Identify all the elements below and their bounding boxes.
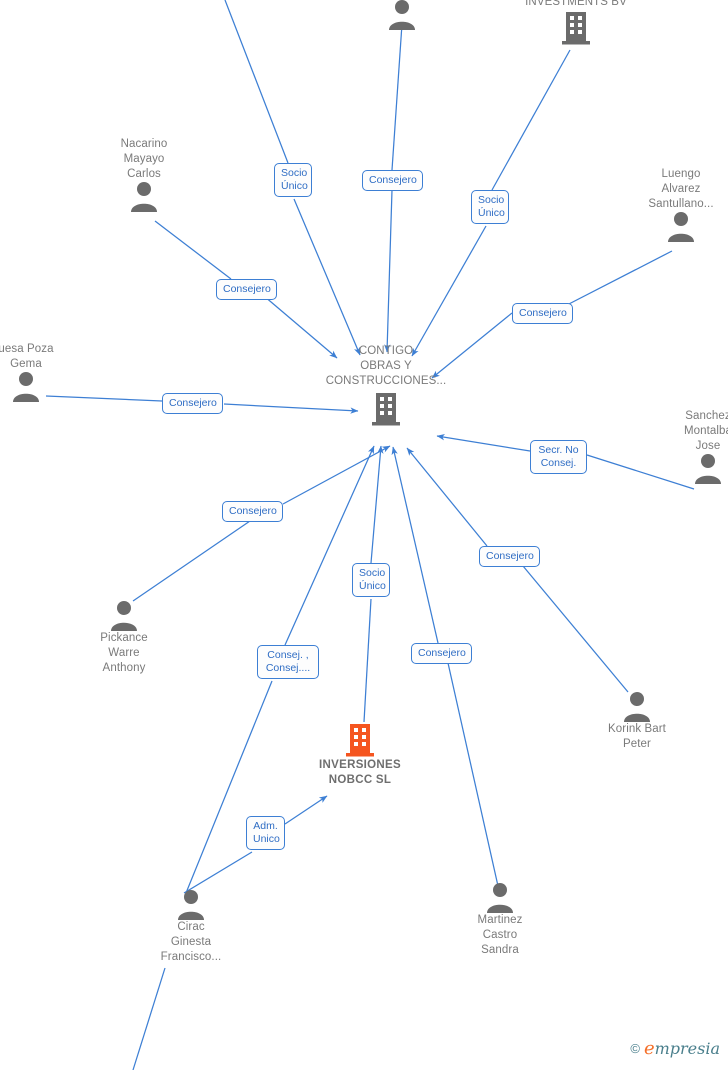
person-icon [13, 372, 39, 402]
node-martinez-castro-sandra[interactable]: Martinez Castro Sandra [450, 883, 550, 958]
edge-label-consejero[interactable]: Consejero [162, 393, 223, 414]
edge-line [564, 250, 673, 307]
person-icon [178, 890, 204, 920]
node-label: Luengo Alvarez Santullano... [648, 168, 714, 210]
brand-initial: e [643, 1038, 655, 1059]
node-nacarino-mayayo-carlos[interactable]: Nacarino Mayayo Carlos [94, 137, 194, 212]
edge-line [586, 454, 695, 490]
node-label: Pickance Warre Anthony [100, 632, 148, 674]
node-sanchez-montalba-jose[interactable]: Sanchez Montalba Jose [656, 409, 728, 484]
edge-line [370, 445, 384, 564]
edge-label-consejero[interactable]: Consejero [411, 643, 472, 664]
person-icon [487, 883, 513, 913]
edge-line [224, 0, 289, 164]
node-inversiones-nobcc-sl[interactable]: INVERSIONES NOBCC SL [290, 722, 430, 788]
edge-line [223, 403, 359, 414]
edge-line [406, 447, 488, 547]
building-icon [372, 393, 400, 426]
person-icon [111, 601, 137, 631]
building-icon [346, 724, 374, 757]
edge-line [185, 680, 273, 894]
edge-label-socio-unico[interactable]: Socio Único [352, 563, 390, 597]
edge-line [491, 49, 571, 191]
edge-line [183, 851, 253, 894]
edge-line [132, 967, 166, 1070]
brand-name: mpresia [654, 1039, 720, 1058]
edge-line [45, 395, 163, 402]
edge-label-consejero[interactable]: Consejero [512, 303, 573, 324]
edge-line [293, 198, 361, 356]
node-cirac-ginesta-francisco[interactable]: Cirac Ginesta Francisco... [135, 890, 247, 965]
node-label: Cirac Ginesta Francisco... [160, 921, 222, 963]
edge-line [436, 434, 531, 452]
node-uesa-poza-gema[interactable]: uesa Poza Gema [0, 342, 83, 402]
edge-label-consejero[interactable]: Consejero [222, 501, 283, 522]
node-luengo-alvarez-santullano[interactable]: Luengo Alvarez Santullano... [621, 167, 728, 242]
person-icon [695, 454, 721, 484]
empresia-watermark: © empresia [630, 1039, 720, 1058]
edge-label-consejero[interactable]: Consejero [216, 279, 277, 300]
node-label: Nacarino Mayayo Carlos [120, 138, 168, 180]
edge-label-consejero[interactable]: Consejero [479, 546, 540, 567]
edge-line [263, 295, 338, 359]
edge-line [132, 520, 251, 602]
edge-line [522, 565, 629, 693]
edge-label-socio-unico[interactable]: Socio Único [471, 190, 509, 224]
building-icon [562, 12, 590, 45]
copyright-symbol: © [630, 1041, 640, 1056]
edge-line [282, 445, 391, 505]
edge-line [284, 795, 328, 825]
edge-label-socio-unico[interactable]: Socio Único [274, 163, 312, 197]
edge-line [391, 23, 403, 171]
node-label: Martinez Castro Sandra [477, 914, 523, 956]
node-korink-bart-peter[interactable]: Korink Bart Peter [582, 692, 692, 752]
node-label: Korink Bart Peter [608, 723, 666, 750]
person-icon [668, 212, 694, 242]
edge-line [284, 445, 375, 646]
node-label: uesa Poza Gema [0, 343, 54, 370]
edge-label-consejero[interactable]: Consejero [362, 170, 423, 191]
node-contigo-obras-y-construcciones[interactable]: CONTIGO OBRAS Y CONSTRUCCIONES... [306, 344, 466, 427]
edge-line [431, 312, 513, 379]
edge-label-secr-no-consej[interactable]: Secr. No Consej. [530, 440, 587, 474]
node-top-person[interactable] [382, 0, 422, 30]
edge-label-adm-unico[interactable]: Adm. Unico [246, 816, 285, 850]
edge-line [411, 225, 487, 357]
person-icon [131, 182, 157, 212]
node-investments-bv[interactable]: INVESTMENTS BV [516, 0, 636, 46]
node-label: Sanchez Montalba Jose [683, 410, 728, 452]
edge-label-consej-consej[interactable]: Consej. , Consej.... [257, 645, 319, 679]
node-label: CONTIGO OBRAS Y CONSTRUCCIONES... [325, 345, 447, 387]
node-pickance-warre-anthony[interactable]: Pickance Warre Anthony [74, 601, 174, 676]
edge-line [384, 189, 393, 353]
person-icon [389, 0, 415, 30]
edge-line [363, 598, 372, 723]
person-icon [624, 692, 650, 722]
node-label: INVESTMENTS BV [525, 0, 627, 8]
node-label: INVERSIONES NOBCC SL [319, 759, 401, 786]
edge-line [447, 662, 499, 887]
edge-line [154, 220, 232, 280]
edge-line [391, 446, 439, 644]
